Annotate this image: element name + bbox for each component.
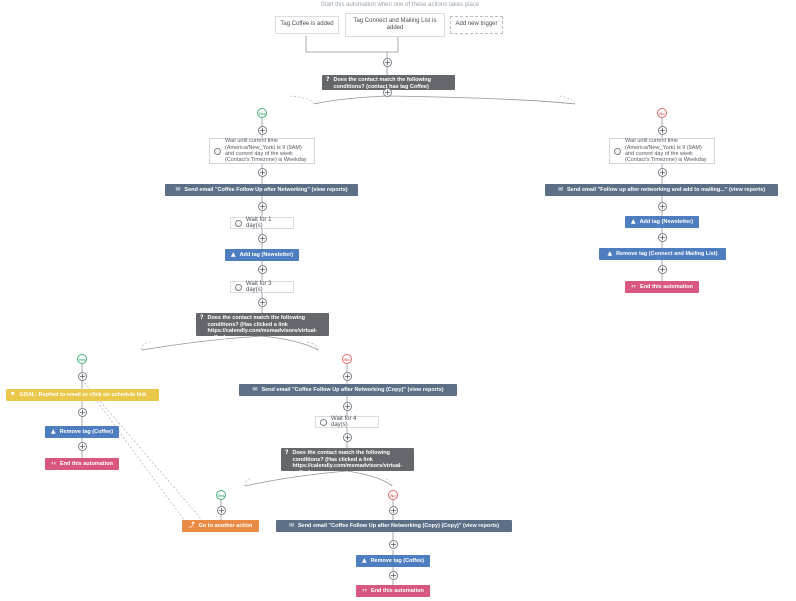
question-icon: ? [200,314,204,321]
add-step-plus-icon[interactable]: + [658,168,667,177]
add-step-plus-icon[interactable]: + [78,408,87,417]
condition-clicked-calendly-link[interactable]: ? Does the contact match the following c… [196,313,329,341]
add-step-plus-icon[interactable]: + [383,88,392,97]
send-email-coffee-follow-up-copy[interactable]: ✉ Send email "Coffee Follow Up after Net… [239,384,457,396]
send-email-coffee-follow-up[interactable]: ✉ Send email "Coffee Follow Up after Net… [165,184,358,196]
wait-3-days-node[interactable]: Wait for 3 day(s) [230,281,294,293]
branch-no-badge: No [342,354,352,364]
condition-label: Does the contact match the following con… [333,77,431,90]
goto-icon: ⤴ [188,522,195,529]
add-tag-newsletter[interactable]: ▲ Add tag (Newsletter) [625,216,699,228]
go-to-another-action[interactable]: ⤴ Go to another action [182,520,259,532]
add-tag-newsletter[interactable]: ▲ Add tag (Newsletter) [225,249,299,261]
email-label: Send email "Coffee Follow Up after Netwo… [297,523,500,529]
tag-icon: ▲ [361,557,367,564]
tag-icon: ▲ [630,218,636,225]
add-step-plus-icon[interactable]: + [343,402,352,411]
wait-4-days-node[interactable]: Wait for 4 day(s) [315,416,379,428]
branch-yes-badge: Yes [216,490,226,500]
add-step-plus-icon[interactable]: + [258,168,267,177]
end-automation[interactable]: ‹› End this automation [356,585,430,597]
wait-label: Wait until current time (America/New_Yor… [225,138,307,164]
branch-yes-badge: Yes [77,354,87,364]
add-step-plus-icon[interactable]: + [389,506,398,515]
wait-until-time-node[interactable]: Wait until current time (America/New_Yor… [609,138,715,164]
add-step-plus-icon[interactable]: + [343,372,352,381]
send-email-coffee-follow-up-copy-copy[interactable]: ✉ Send email "Coffee Follow Up after Net… [276,520,512,532]
condition-label: Does the contact match the following con… [207,315,318,341]
end-label: End this automation [640,284,693,290]
remove-tag-coffee[interactable]: ▲ Remove tag (Coffee) [356,555,430,567]
add-step-plus-icon[interactable]: + [658,265,667,274]
wait-label: Wait for 3 day(s) [246,281,272,293]
add-step-plus-icon[interactable]: + [389,540,398,549]
end-label: End this automation [60,461,113,467]
goal-flag-icon: ⚑ [10,391,16,398]
tag-label: Remove tag (Coffee) [370,558,425,564]
goto-label: Go to another action [198,523,253,529]
end-icon: ‹› [362,587,368,594]
email-icon: ✉ [252,386,258,393]
clock-icon [614,147,621,155]
tag-icon: ▲ [230,251,236,258]
add-step-plus-icon[interactable]: + [383,58,392,67]
trigger-hint: Start this automation when one of these … [320,2,480,8]
question-icon: ? [326,76,330,83]
branch-no-badge: No [657,108,667,118]
add-new-trigger-button[interactable]: Add new trigger [450,16,503,34]
add-step-plus-icon[interactable]: + [343,433,352,442]
end-automation[interactable]: ‹› End this automation [45,458,119,470]
add-step-plus-icon[interactable]: + [258,234,267,243]
email-label: Send email "Coffee Follow Up after Netwo… [184,187,348,193]
trigger-tag-connect-mailing-list[interactable]: Tag Connect and Mailing List is added [345,13,445,37]
wait-1-day-node[interactable]: Wait for 1 day(s) [230,217,294,229]
add-step-plus-icon[interactable]: + [258,126,267,135]
branch-no-badge: No [388,490,398,500]
add-step-plus-icon[interactable]: + [258,265,267,274]
email-label: Send email "Follow up after networking a… [566,187,766,193]
email-icon: ✉ [175,186,181,193]
end-label: End this automation [371,588,424,594]
condition-has-tag-coffee[interactable]: ? Does the contact match the following c… [322,75,455,90]
goal-label: GOAL: Replied to email or click on sched… [19,392,147,398]
wait-until-time-node[interactable]: Wait until current time (America/New_Yor… [209,138,315,164]
email-icon: ✉ [288,522,294,529]
clock-icon [235,219,242,227]
email-icon: ✉ [557,186,563,193]
goal-replied-or-clicked[interactable]: ⚑ GOAL: Replied to email or click on sch… [6,389,159,401]
add-step-plus-icon[interactable]: + [258,298,267,307]
condition-label: Does the contact match the following con… [292,450,403,476]
add-step-plus-icon[interactable]: + [658,126,667,135]
wait-label: Wait for 4 day(s) [331,416,357,428]
condition-clicked-calendly-link[interactable]: ? Does the contact match the following c… [281,448,414,476]
tag-label: Remove tag (Connect and Mailing List) [616,251,718,257]
end-automation[interactable]: ‹› End this automation [625,281,699,293]
add-step-plus-icon[interactable]: + [217,506,226,515]
branch-yes-badge: Yes [257,108,267,118]
trigger-tag-coffee[interactable]: Tag Coffee is added [275,16,339,34]
end-icon: ‹› [631,283,637,290]
tag-label: Remove tag (Coffee) [59,429,114,435]
clock-icon [320,418,327,426]
add-step-plus-icon[interactable]: + [78,372,87,381]
tag-label: Add tag (Newsletter) [239,252,294,258]
add-step-plus-icon[interactable]: + [258,202,267,211]
end-icon: ‹› [51,460,57,467]
add-step-plus-icon[interactable]: + [78,442,87,451]
clock-icon [214,147,221,155]
add-step-plus-icon[interactable]: + [389,571,398,580]
add-step-plus-icon[interactable]: + [658,202,667,211]
question-icon: ? [285,449,289,456]
tag-label: Add tag (Newsletter) [639,219,694,225]
remove-tag-connect-mailing-list[interactable]: ▲ Remove tag (Connect and Mailing List) [599,248,726,260]
tag-icon: ▲ [50,428,56,435]
remove-tag-coffee[interactable]: ▲ Remove tag (Coffee) [45,426,119,438]
clock-icon [235,283,242,291]
send-email-follow-up-mailing[interactable]: ✉ Send email "Follow up after networking… [545,184,778,196]
wait-label: Wait until current time (America/New_Yor… [625,138,707,164]
wait-label: Wait for 1 day(s) [246,217,272,229]
email-label: Send email "Coffee Follow Up after Netwo… [261,387,444,393]
tag-icon: ▲ [607,250,613,257]
add-step-plus-icon[interactable]: + [658,233,667,242]
